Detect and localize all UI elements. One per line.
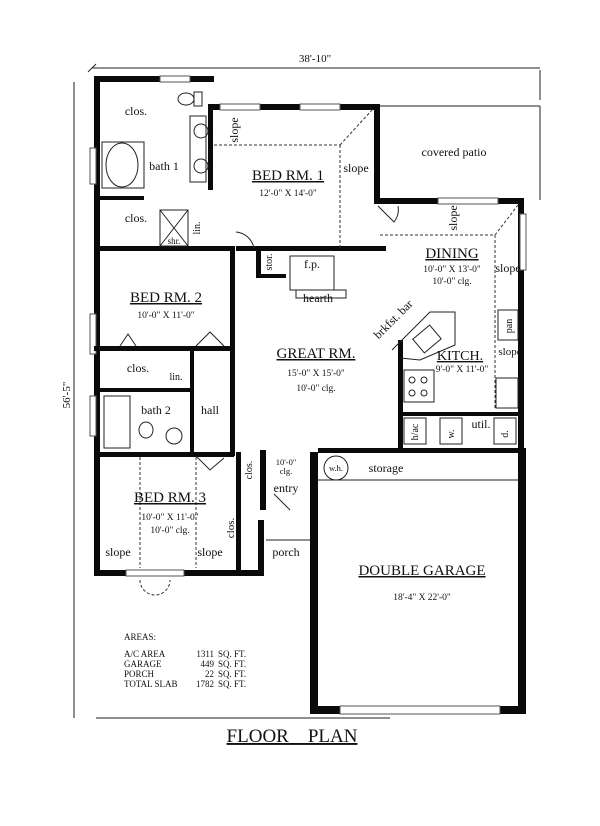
tub-icon — [103, 395, 131, 449]
closet-label: clos. — [125, 211, 147, 225]
linen-label: lin. — [169, 372, 182, 383]
fridge-icon — [495, 377, 519, 409]
hearth-label: hearth — [303, 291, 333, 305]
sink-icon — [165, 427, 183, 445]
doors — [119, 205, 399, 596]
bath1-label: bath 1 — [149, 159, 179, 173]
bed3-ceiling: 10'-0" clg. — [150, 526, 189, 536]
ceiling-lines — [139, 109, 519, 568]
covered-patio-label: covered patio — [422, 145, 487, 159]
toilet-icon — [138, 421, 154, 439]
slope-label: slope — [495, 261, 520, 275]
svg-text:TOTAL SLAB: TOTAL SLAB — [124, 679, 178, 689]
room-labels: BED RM. 1 12'-0" X 14'-0" BED RM. 2 10'-… — [130, 168, 488, 603]
slope-label: slope — [105, 545, 130, 559]
dimension-width: 38'-10" — [87, 53, 540, 73]
svg-text:GARAGE: GARAGE — [124, 659, 162, 669]
storage-label: storage — [369, 461, 404, 475]
closet-label: clos. — [244, 461, 255, 480]
interior-walls — [94, 110, 518, 574]
water-heater-label: w.h. — [329, 463, 343, 473]
shower-label: shr. — [168, 236, 181, 246]
linen-label: lin. — [192, 221, 203, 234]
kitchen-title: KITCH. — [437, 349, 483, 364]
windows — [89, 75, 527, 577]
areas-row: A/C AREA 1311 SQ. FT. — [124, 649, 246, 659]
storage-closet-label: stor. — [264, 254, 275, 271]
hvac-label: h/ac — [410, 423, 421, 440]
areas-row: PORCH 22 SQ. FT. — [124, 669, 246, 679]
utility-label: util. — [471, 417, 490, 431]
svg-text:A/C AREA: A/C AREA — [124, 649, 166, 659]
svg-text:1311: 1311 — [196, 649, 214, 659]
slope-label: slope — [197, 545, 222, 559]
bed1-title: BED RM. 1 — [252, 168, 324, 184]
slope-label: slope — [446, 205, 460, 230]
slope-label: slope — [227, 117, 241, 142]
breakfast-bar-label: brkfst. bar — [371, 297, 416, 342]
areas-heading: AREAS: — [124, 632, 156, 642]
bed2-size: 10'-0" X 11'-0" — [137, 311, 194, 321]
svg-text:22: 22 — [205, 669, 214, 679]
range-icon — [403, 369, 435, 403]
slope-label: slope — [343, 161, 368, 175]
closet-label: clos. — [125, 104, 147, 118]
kitchen-sink-icon — [412, 324, 442, 354]
svg-text:PORCH: PORCH — [124, 669, 155, 679]
svg-text:449: 449 — [201, 659, 215, 669]
great-room-size: 15'-0" X 15'-0" — [287, 369, 345, 379]
shower-icon — [159, 209, 189, 247]
entry-ceiling-a: 10'-0" — [276, 457, 297, 467]
svg-text:1782: 1782 — [196, 679, 214, 689]
dryer-label: d. — [500, 430, 511, 438]
bed1-size: 12'-0" X 14'-0" — [259, 189, 317, 199]
fireplace-label: f.p. — [304, 257, 320, 271]
porch-label: porch — [272, 545, 299, 559]
garage-door — [339, 705, 501, 715]
bed3-title: BED RM. 3 — [134, 490, 206, 506]
svg-text:SQ. FT.: SQ. FT. — [218, 659, 246, 669]
sink-icon — [193, 158, 209, 174]
great-room-title: GREAT RM. — [277, 346, 356, 362]
bed2-title: BED RM. 2 — [130, 290, 202, 306]
areas-row: TOTAL SLAB 1782 SQ. FT. — [124, 679, 246, 689]
areas-row: GARAGE 449 SQ. FT. — [124, 659, 246, 669]
svg-text:SQ. FT.: SQ. FT. — [218, 649, 246, 659]
bathtub-icon — [105, 142, 139, 188]
areas-table: AREAS: A/C AREA 1311 SQ. FT. GARAGE 449 … — [124, 632, 246, 689]
dimension-depth: 56'-5" — [61, 82, 75, 718]
washer-label: w. — [446, 429, 457, 438]
svg-text:SQ. FT.: SQ. FT. — [218, 669, 246, 679]
entry-ceiling-b: clg. — [280, 466, 293, 476]
closet-label: clos. — [225, 518, 237, 539]
pantry-label: pan — [504, 319, 515, 333]
bath2-label: bath 2 — [141, 403, 171, 417]
hall-label: hall — [201, 403, 220, 417]
fixtures — [101, 91, 519, 541]
garage-title: DOUBLE GARAGE — [358, 563, 485, 579]
svg-text:SQ. FT.: SQ. FT. — [218, 679, 246, 689]
plan-title: FLOOR PLAN — [227, 726, 358, 747]
toilet-icon — [177, 92, 195, 106]
entry-label: entry — [274, 481, 299, 495]
overall-width-label: 38'-10" — [299, 53, 331, 65]
sink-icon — [193, 123, 209, 139]
dining-size: 10'-0" X 13'-0" — [423, 265, 481, 275]
kitchen-size: 9'-0" X 11'-0" — [436, 365, 489, 375]
great-room-ceiling: 10'-0" clg. — [296, 384, 335, 394]
closet-label: clos. — [127, 361, 149, 375]
dining-ceiling: 10'-0" clg. — [432, 277, 471, 287]
dining-title: DINING — [425, 246, 478, 262]
garage-size: 18'-4" X 22'-0" — [393, 593, 451, 603]
slope-label: slope — [498, 346, 521, 358]
breakfast-bar — [391, 311, 456, 361]
overall-depth-label: 56'-5" — [61, 382, 73, 409]
bed3-size: 10'-0" X 11'-0" — [141, 513, 198, 523]
